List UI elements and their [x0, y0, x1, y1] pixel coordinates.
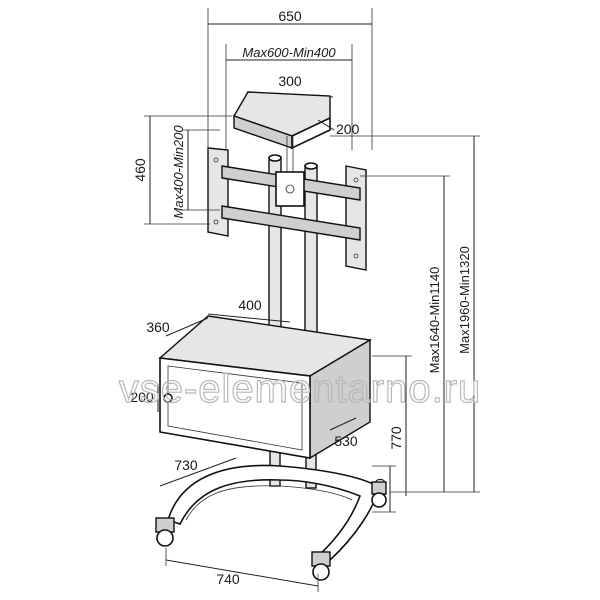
- dimension-400: 400: [207, 297, 291, 323]
- dimension-200-box: 200: [130, 384, 159, 412]
- dimension-460: 460: [132, 115, 232, 225]
- overall-width-label: 650: [278, 8, 302, 24]
- box-depth-label: 360: [146, 319, 170, 335]
- wheels: [155, 481, 387, 581]
- box-width-label: 400: [238, 297, 262, 313]
- watermark-text: vse-elementarno.ru: [119, 367, 482, 411]
- dimension-height-short: Max1640-Min1140: [360, 175, 450, 493]
- mount-height-label: 460: [132, 158, 148, 182]
- dimension-mount-height-range: Max400-Min200: [171, 125, 220, 219]
- shelf-width-label: 300: [278, 73, 302, 89]
- cabinet-box: [158, 315, 373, 460]
- dimension-mount-width: Max600-Min400: [225, 44, 353, 150]
- base-depth-label: 730: [174, 457, 198, 473]
- height-range-tall-label: Max1960-Min1320: [457, 246, 472, 354]
- mount-width-range-label: Max600-Min400: [242, 45, 336, 60]
- dimension-770: 770: [372, 355, 412, 496]
- box-front-height-label: 200: [130, 389, 154, 405]
- dimension-200-shelf: 200: [317, 119, 360, 137]
- vesa-mount-bracket: [207, 147, 367, 271]
- dimension-360: 360: [146, 317, 209, 337]
- dimension-730: 730: [159, 457, 237, 487]
- dimension-height-tall: Max1960-Min1320: [330, 135, 480, 493]
- dimension-530: 530: [329, 417, 358, 449]
- camera-shelf: [232, 91, 331, 178]
- box-bottom-height-label: 770: [388, 426, 404, 450]
- shelf-depth-label: 200: [336, 121, 360, 137]
- base-frame: [167, 464, 381, 561]
- mount-height-range-label: Max400-Min200: [171, 125, 186, 219]
- box-side-depth-label: 530: [334, 433, 358, 449]
- dimension-740: 740: [165, 548, 319, 592]
- base-width-label: 740: [216, 571, 240, 587]
- dimension-650: 650: [207, 8, 373, 150]
- height-range-short-label: Max1640-Min1140: [427, 267, 442, 374]
